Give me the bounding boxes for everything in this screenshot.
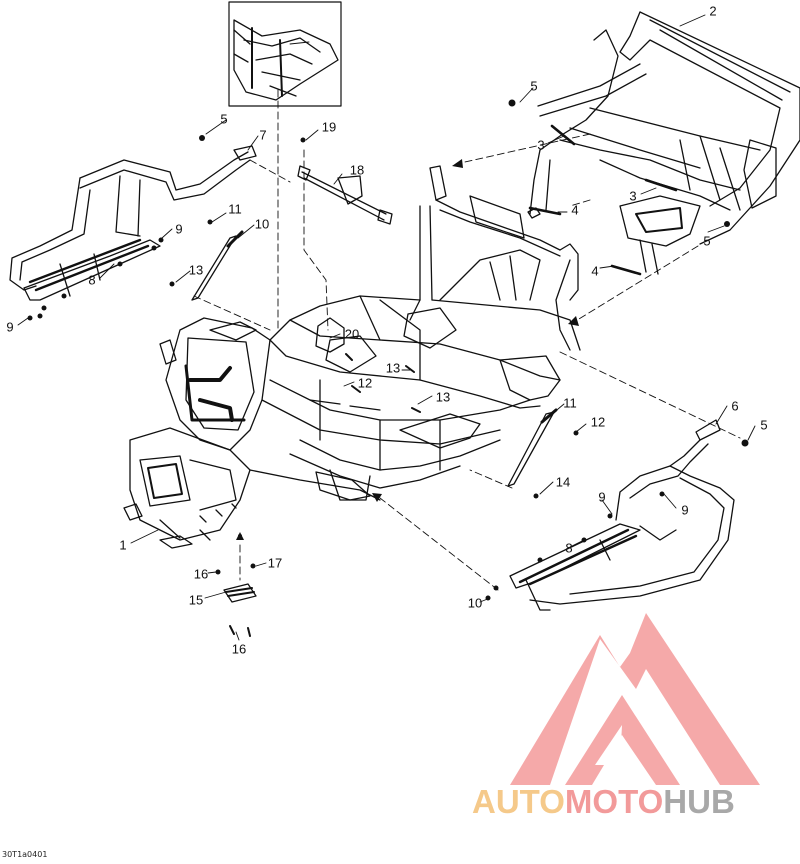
callout-5-rear-side: 5 xyxy=(703,233,711,249)
callout-5-right: 5 xyxy=(760,417,768,433)
callout-11-right: 12 xyxy=(590,414,606,430)
callout-6: 6 xyxy=(731,398,739,414)
fastener-dots xyxy=(27,99,749,601)
callout-9-right-side: 9 xyxy=(681,502,689,518)
callout-19: 20 xyxy=(344,326,360,342)
drawing-code: 30T1a0401 xyxy=(2,850,48,859)
arrowheads xyxy=(236,159,579,540)
main-chassis xyxy=(261,165,581,501)
callout-11-left: 11 xyxy=(228,201,242,217)
callout-13-left: 13 xyxy=(188,262,204,278)
callout-8-right: 8 xyxy=(565,540,573,556)
callout-13-center: 13 xyxy=(385,360,401,376)
right-footrest xyxy=(509,419,735,611)
callout-8-left: 8 xyxy=(88,272,96,288)
left-footrest xyxy=(9,145,257,301)
watermark-triangle-logo xyxy=(510,613,760,785)
watermark-auto: AUTO xyxy=(472,783,565,820)
callout-7: 7 xyxy=(259,127,267,143)
callout-15: 16 xyxy=(231,641,247,657)
callout-12-lower: 13 xyxy=(435,389,451,405)
callout-2: 2 xyxy=(709,3,717,19)
callout-12-upper: 12 xyxy=(357,375,373,391)
callout-5-rear-top: 5 xyxy=(530,78,538,94)
callout-1: 1 xyxy=(119,537,127,553)
callout-5-left: 5 xyxy=(220,111,228,127)
callout-14: 15 xyxy=(188,592,204,608)
watermark-wordmark: AUTOMOTOHUB xyxy=(472,783,735,821)
callout-9-right-bottom: 10 xyxy=(467,595,483,611)
callout-9-left-bottom: 9 xyxy=(6,319,14,335)
callout-13-right: 14 xyxy=(555,474,571,490)
callout-18: 19 xyxy=(321,119,337,135)
callout-17: 18 xyxy=(349,162,365,178)
callout-3-lower: 3 xyxy=(629,188,637,204)
rear-frame xyxy=(527,11,800,275)
detail-inset xyxy=(228,1,342,107)
callout-16-right: 17 xyxy=(267,555,283,571)
assembly-guides xyxy=(193,89,741,591)
callout-10-right: 11 xyxy=(563,395,577,411)
callout-16-left: 16 xyxy=(193,566,209,582)
callout-4-upper: 4 xyxy=(571,202,579,218)
callout-4-lower: 4 xyxy=(591,263,599,279)
callout-9-left-top: 9 xyxy=(175,221,183,237)
callout-9-right-top: 9 xyxy=(598,489,606,505)
callout-10-left: 10 xyxy=(254,216,270,232)
watermark-hub: HUB xyxy=(663,783,735,820)
front-bulkhead xyxy=(123,317,381,549)
watermark-moto: MOTO xyxy=(564,783,664,820)
leader-lines xyxy=(17,14,756,641)
callout-3-upper: 3 xyxy=(537,137,545,153)
